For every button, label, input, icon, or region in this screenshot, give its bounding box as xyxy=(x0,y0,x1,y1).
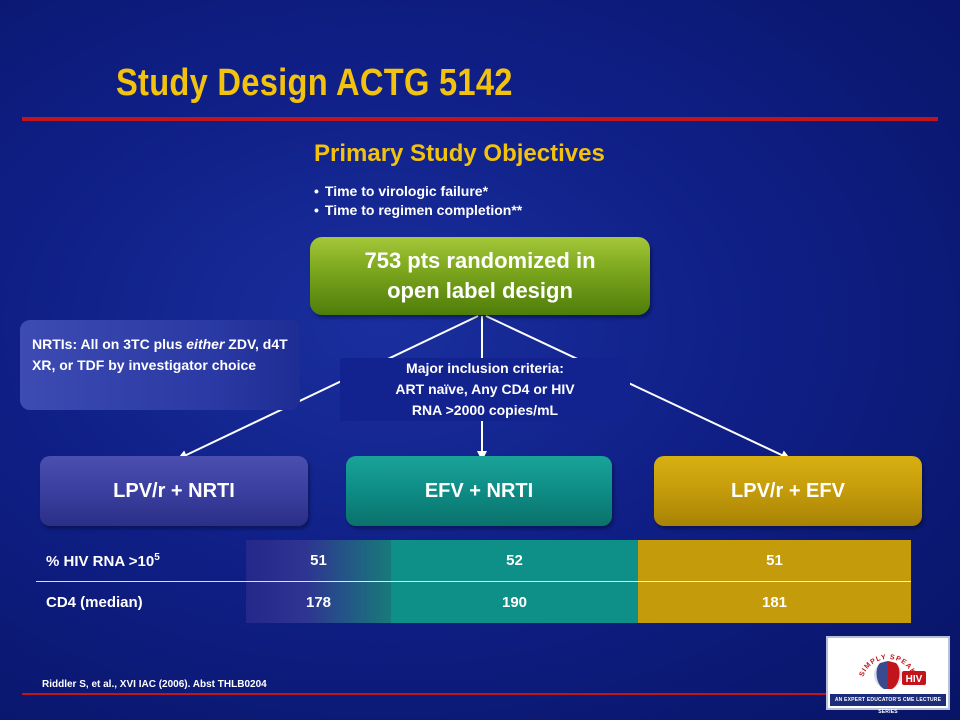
logo-icon: SIMPLY SPEAKING HIV xyxy=(832,641,926,689)
row-label-cd4: CD4 (median) xyxy=(36,581,246,623)
criteria-line-1: Major inclusion criteria: xyxy=(406,360,564,376)
nrti-note-suffix: ZDV, d4T XR, or TDF by investigator choi… xyxy=(32,336,288,373)
table-row-cd4: CD4 (median) 178 190 181 xyxy=(36,581,911,623)
objectives-heading: Primary Study Objectives xyxy=(314,140,605,167)
table-cell: 52 xyxy=(391,540,638,582)
objectives-list: Time to virologic failure* Time to regim… xyxy=(314,182,522,220)
objective-item: Time to regimen completion** xyxy=(314,201,522,220)
connector-left xyxy=(177,315,479,460)
logo-band: AN EXPERT EDUCATOR'S CME LECTURE SERIES xyxy=(830,694,946,715)
objective-item: Time to virologic failure* xyxy=(314,182,522,201)
objective-text: Time to regimen completion** xyxy=(324,202,523,218)
title-underline xyxy=(22,117,938,121)
nrti-note-emphasis: either xyxy=(186,336,225,352)
table-cell: 178 xyxy=(246,581,391,623)
randomized-line-2: open label design xyxy=(387,278,573,303)
slide-title: Study Design ACTG 5142 xyxy=(116,62,513,104)
arm-lpv-efv: LPV/r + EFV xyxy=(654,456,922,526)
logo-emblem: SIMPLY SPEAKING HIV xyxy=(832,641,944,693)
criteria-line-3: RNA >2000 copies/mL xyxy=(411,402,559,418)
arm-efv-nrti: EFV + NRTI xyxy=(346,456,612,526)
table-cell: 190 xyxy=(391,581,638,623)
row-label-hiv-rna: % HIV RNA >105 xyxy=(36,540,246,582)
results-table: % HIV RNA >105 51 52 51 CD4 (median) 178… xyxy=(36,540,911,623)
simply-speaking-hiv-logo: SIMPLY SPEAKING HIV AN EXPERT EDUCATOR'S… xyxy=(826,636,950,715)
row-label-text: % HIV RNA >10 xyxy=(46,552,155,570)
table-cell: 51 xyxy=(246,540,391,582)
randomized-box: 753 pts randomized in open label design xyxy=(310,237,650,315)
randomized-line-1: 753 pts randomized in xyxy=(364,248,596,273)
logo-badge-text: HIV xyxy=(906,674,923,685)
citation: Riddler S, et al., XVI IAC (2006). Abst … xyxy=(42,679,267,690)
objective-text: Time to virologic failure* xyxy=(324,183,489,199)
nrti-note-prefix: NRTIs: All on 3TC plus xyxy=(32,336,187,352)
criteria-line-2: ART naïve, Any CD4 or HIV xyxy=(395,381,575,397)
arm-lpv-nrti: LPV/r + NRTI xyxy=(40,456,308,526)
table-cell: 181 xyxy=(638,581,911,623)
footer-rule xyxy=(22,693,828,695)
inclusion-criteria: Major inclusion criteria: ART naïve, Any… xyxy=(340,358,630,421)
row-label-superscript: 5 xyxy=(154,551,160,563)
table-cell: 51 xyxy=(638,540,911,582)
connector-right xyxy=(485,315,791,460)
nrti-note: NRTIs: All on 3TC plus either ZDV, d4T X… xyxy=(20,320,300,410)
table-row-hiv-rna: % HIV RNA >105 51 52 51 xyxy=(36,540,911,582)
